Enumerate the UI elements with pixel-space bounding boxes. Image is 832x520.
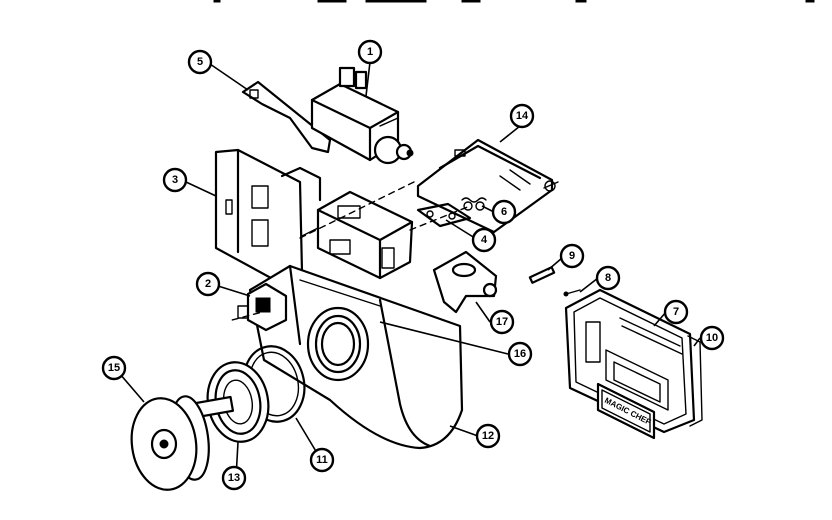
part-3-mounting-bracket xyxy=(214,148,322,286)
callout-12: 12 xyxy=(475,423,501,449)
explode-lines xyxy=(231,179,471,321)
callout-7: 7 xyxy=(663,299,689,325)
callout-9: 9 xyxy=(559,243,585,269)
part-17-cam xyxy=(432,250,498,314)
callout-2-label: 2 xyxy=(205,278,211,290)
part-8-clip xyxy=(563,289,581,297)
part-14-lever-bracket xyxy=(416,138,559,234)
part-10-trim xyxy=(687,335,703,427)
callout-3-label: 3 xyxy=(172,174,178,186)
callout-15: 15 xyxy=(101,355,127,381)
callout-1: 1 xyxy=(357,39,383,65)
part-9-pin xyxy=(528,266,556,284)
callout-9-label: 9 xyxy=(569,250,575,262)
callout-1-label: 1 xyxy=(367,46,373,58)
callout-16-label: 16 xyxy=(514,348,526,360)
callout-6-label: 6 xyxy=(501,206,507,218)
callout-8: 8 xyxy=(595,265,621,291)
callout-10-label: 10 xyxy=(706,332,718,344)
callout-7-label: 7 xyxy=(673,306,679,318)
callout-6: 6 xyxy=(491,199,517,225)
scan-artifacts xyxy=(213,0,815,3)
callout-8-label: 8 xyxy=(605,272,611,284)
callout-11: 11 xyxy=(309,447,335,473)
callout-4: 4 xyxy=(471,227,497,253)
part-5-bracket xyxy=(241,80,332,154)
callout-17-label: 17 xyxy=(496,316,508,328)
callout-5: 5 xyxy=(187,49,213,75)
callout-13-label: 13 xyxy=(228,472,240,484)
callout-2: 2 xyxy=(195,271,221,297)
callout-14: 14 xyxy=(509,103,535,129)
callout-5-label: 5 xyxy=(197,56,203,68)
callout-13: 13 xyxy=(221,465,247,491)
callout-17: 17 xyxy=(489,309,515,335)
part-6-spring xyxy=(461,197,487,211)
part-2-switch xyxy=(237,282,288,332)
callout-11-label: 11 xyxy=(316,454,328,466)
callout-14-label: 14 xyxy=(516,110,529,122)
callout-16: 16 xyxy=(507,341,533,367)
callout-12-label: 12 xyxy=(482,430,494,442)
part-1-motor xyxy=(310,66,414,165)
callout-4-label: 4 xyxy=(481,234,488,246)
callout-3: 3 xyxy=(162,167,188,193)
part-16-collar xyxy=(306,306,370,382)
switch-housing xyxy=(301,190,414,280)
callout-10: 10 xyxy=(699,325,725,351)
callout-15-label: 15 xyxy=(108,362,120,374)
part-15-knob xyxy=(130,395,235,491)
